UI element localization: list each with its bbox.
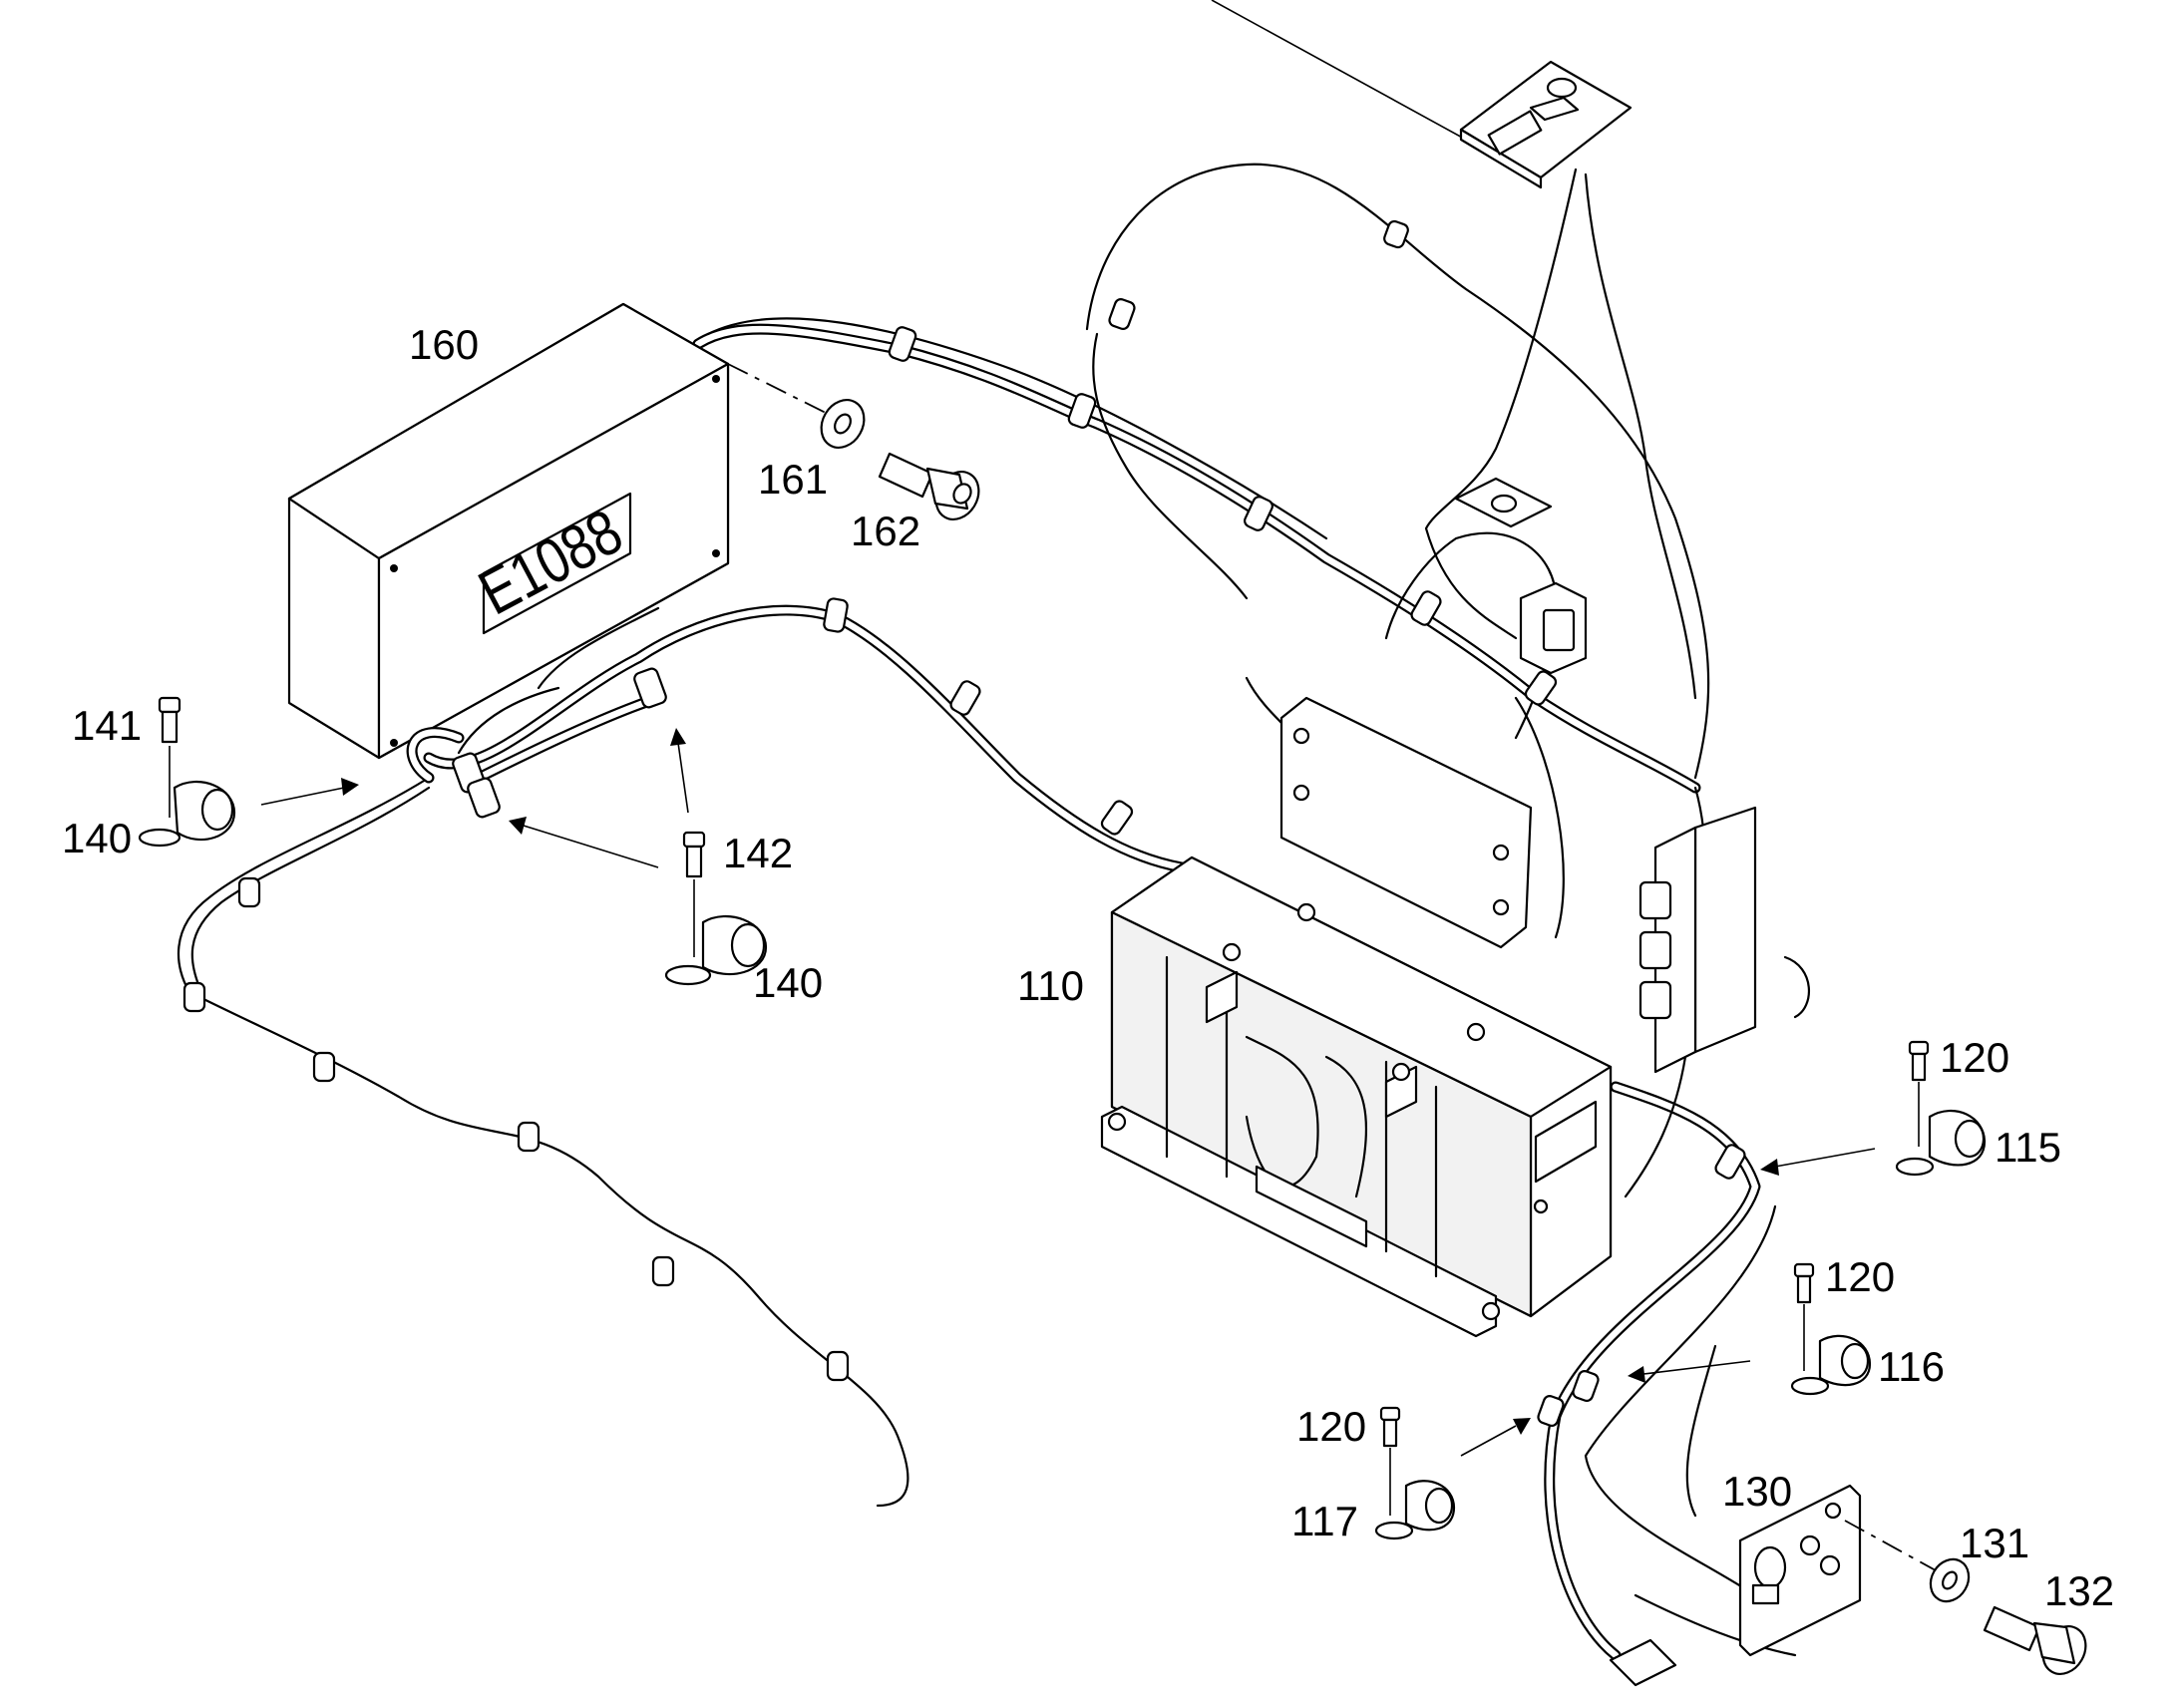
callout-115: 115: [1995, 1124, 2061, 1171]
callout-120-c: 120: [1296, 1403, 1366, 1450]
callout-161: 161: [758, 456, 828, 503]
rear-panel-130: [1738, 1484, 1862, 1657]
junction-box: [1519, 581, 1588, 675]
relay-panel: [1638, 806, 1757, 1074]
callout-110: 110: [1017, 962, 1084, 1009]
callout-116: 116: [1878, 1343, 1945, 1390]
cap-screw-120-a: [1908, 1040, 1930, 1082]
cap-screw-142: [682, 831, 706, 878]
cable-clamp-140-left: [138, 780, 236, 848]
callout-142: 142: [723, 830, 793, 876]
callout-140-center: 140: [753, 959, 823, 1006]
cap-screw-120-b: [1793, 1262, 1815, 1304]
callout-141: 141: [72, 702, 142, 749]
cable-clamps: [182, 219, 1746, 1427]
cable-clamp-117: [1374, 1480, 1456, 1540]
assembly-arrows: [260, 728, 1876, 1457]
callout-120-b: 120: [1825, 1253, 1895, 1300]
thin-wires: [177, 163, 1810, 1657]
callout-130: 130: [1722, 1468, 1792, 1515]
callout-132: 132: [2044, 1567, 2114, 1614]
top-gland-plate: [1454, 477, 1553, 528]
callout-162: 162: [851, 508, 920, 554]
plug-connector: [1609, 1638, 1677, 1687]
control-panel: [1211, 0, 1633, 189]
cap-screw-120-c: [1379, 1406, 1401, 1448]
screw-162: [878, 452, 980, 520]
control-box-160: E1088: [287, 302, 730, 819]
screw-132: [1983, 1605, 2087, 1675]
callout-labels: 160 161 162 141 140 142 140 110 120 115 …: [62, 321, 2114, 1614]
cap-screw-141: [158, 696, 182, 744]
cable-clamp-115: [1895, 1109, 1987, 1177]
washer-131: [1929, 1557, 1971, 1603]
callout-160: 160: [409, 321, 479, 368]
callout-117: 117: [1291, 1498, 1358, 1544]
cable-clamp-140-center: [664, 914, 768, 986]
callout-131: 131: [1960, 1520, 2029, 1566]
washer-161: [820, 399, 866, 449]
callout-120-a: 120: [1940, 1034, 2009, 1081]
callout-140-left: 140: [62, 815, 132, 861]
cable-clamp-116: [1790, 1334, 1872, 1396]
battery-tray-110: [1100, 855, 1613, 1338]
mounting-bracket: [1279, 696, 1533, 949]
